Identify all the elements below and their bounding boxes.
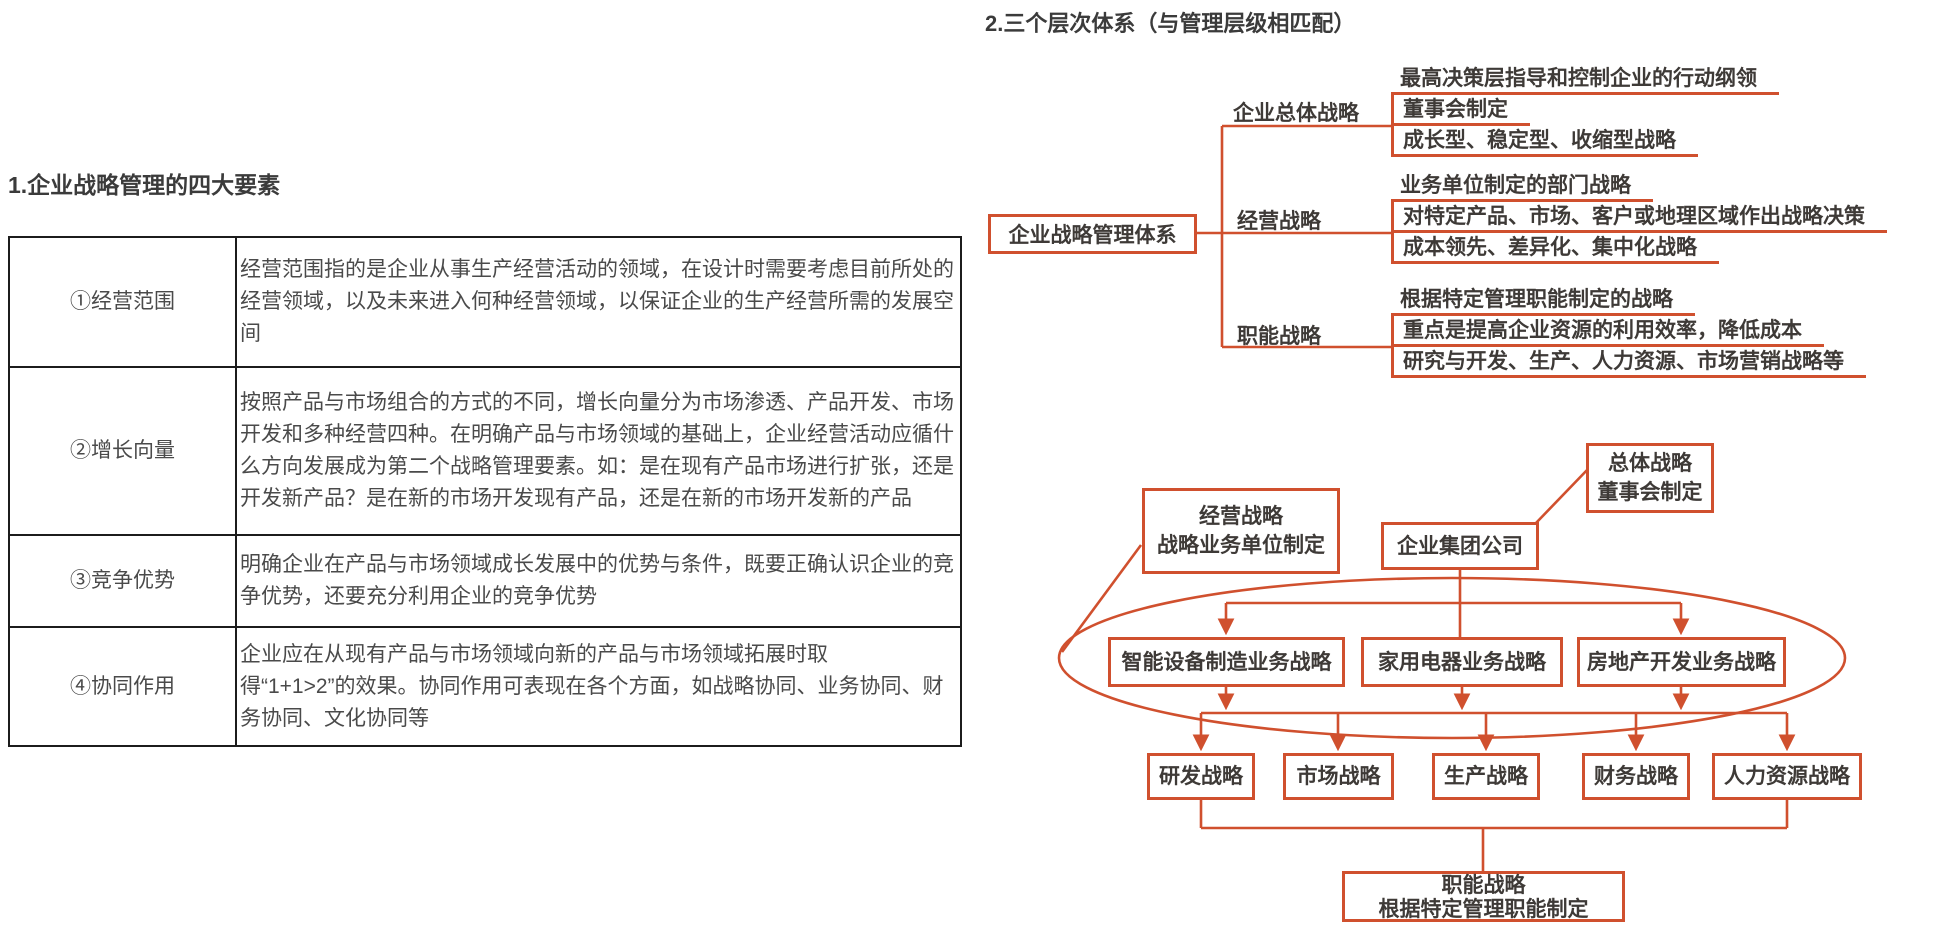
box-line: 职能战略	[1441, 872, 1526, 897]
four-elements-table: ①经营范围 经营范围指的是企业从事生产经营活动的领域，在设计时需要考虑目前所处的…	[8, 236, 962, 747]
function-box-production: 生产战略	[1432, 753, 1540, 800]
corporate-box: 企业集团公司	[1381, 522, 1539, 570]
tree-desc-block-business: 业务单位制定的部门战略 对特定产品、市场、客户或地理区域作出战略决策 成本领先、…	[1391, 171, 1887, 264]
tree-branch-label-business: 经营战略	[1237, 209, 1321, 233]
division-box-home-appliance: 家用电器业务战略	[1361, 637, 1563, 687]
business-to-ellipse-line	[1060, 544, 1143, 653]
section2-title: 2.三个层次体系（与管理层级相匹配）	[985, 11, 1356, 36]
element-label-cell: ③竞争优势	[8, 534, 237, 628]
box-line: 战略业务单位制定	[1157, 533, 1325, 557]
overall-to-corporate-line	[1535, 467, 1590, 524]
element-desc-cell: 明确企业在产品与市场领域成长发展中的优势与条件，既要正确认识企业的竞争优势，还要…	[235, 534, 962, 628]
division-box-smart-equipment: 智能设备制造业务战略	[1108, 637, 1345, 687]
division-box-real-estate: 房地产开发业务战略	[1577, 637, 1786, 687]
desc-line: 对特定产品、市场、客户或地理区域作出战略决策	[1394, 202, 1887, 233]
desc-line: 重点是提高企业资源的利用效率，降低成本	[1394, 316, 1824, 347]
desc-line: 成长型、稳定型、收缩型战略	[1394, 126, 1698, 157]
tree-branch-label-overall: 企业总体战略	[1233, 101, 1359, 125]
function-box-hr: 人力资源战略	[1712, 753, 1862, 800]
tree-branch-label-functional: 职能战略	[1237, 324, 1321, 348]
box-line: 董事会制定	[1597, 480, 1703, 504]
desc-line: 最高决策层指导和控制企业的行动纲领	[1391, 64, 1779, 95]
element-desc-cell: 经营范围指的是企业从事生产经营活动的领域，在设计时需要考虑目前所处的经营领域，以…	[235, 236, 962, 368]
table-row: ②增长向量 按照产品与市场组合的方式的不同，增长向量分为市场渗透、产品开发、市场…	[8, 366, 962, 536]
overall-strategy-box: 总体战略 董事会制定	[1586, 443, 1714, 513]
box-line: 经营战略	[1199, 504, 1283, 528]
business-strategy-box: 经营战略 战略业务单位制定	[1142, 488, 1340, 574]
desc-line: 研究与开发、生产、人力资源、市场营销战略等	[1394, 347, 1866, 378]
element-label-cell: ④协同作用	[8, 626, 237, 747]
box-line: 根据特定管理职能制定	[1378, 896, 1589, 921]
section1-title: 1.企业战略管理的四大要素	[8, 172, 281, 198]
desc-line: 成本领先、差异化、集中化战略	[1394, 233, 1719, 264]
table-row: ③竞争优势 明确企业在产品与市场领域成长发展中的优势与条件，既要正确认识企业的竞…	[8, 534, 962, 628]
element-label-cell: ②增长向量	[8, 366, 237, 536]
table-row: ①经营范围 经营范围指的是企业从事生产经营活动的领域，在设计时需要考虑目前所处的…	[8, 236, 962, 368]
table-row: ④协同作用 企业应在从现有产品与市场领域向新的产品与市场领域拓展时取 得“1+1…	[8, 626, 962, 747]
element-desc-cell: 企业应在从现有产品与市场领域向新的产品与市场领域拓展时取 得“1+1>2”的效果…	[235, 626, 962, 747]
functional-strategy-box: 职能战略 根据特定管理职能制定	[1342, 871, 1625, 922]
desc-line: 业务单位制定的部门战略	[1391, 171, 1653, 202]
tree-desc-block-functional: 根据特定管理职能制定的战略 重点是提高企业资源的利用效率，降低成本 研究与开发、…	[1391, 285, 1866, 378]
function-box-finance: 财务战略	[1582, 753, 1690, 800]
tree-desc-block-overall: 最高决策层指导和控制企业的行动纲领 董事会制定 成长型、稳定型、收缩型战略	[1391, 64, 1779, 157]
tree-root-box: 企业战略管理体系	[988, 214, 1197, 254]
desc-line: 根据特定管理职能制定的战略	[1391, 285, 1695, 316]
desc-line: 董事会制定	[1394, 95, 1530, 126]
box-line: 总体战略	[1608, 451, 1692, 475]
element-desc-cell: 按照产品与市场组合的方式的不同，增长向量分为市场渗透、产品开发、市场开发和多种经…	[235, 366, 962, 536]
element-label-cell: ①经营范围	[8, 236, 237, 368]
function-box-market: 市场战略	[1283, 753, 1394, 800]
function-box-rd: 研发战略	[1147, 753, 1255, 800]
